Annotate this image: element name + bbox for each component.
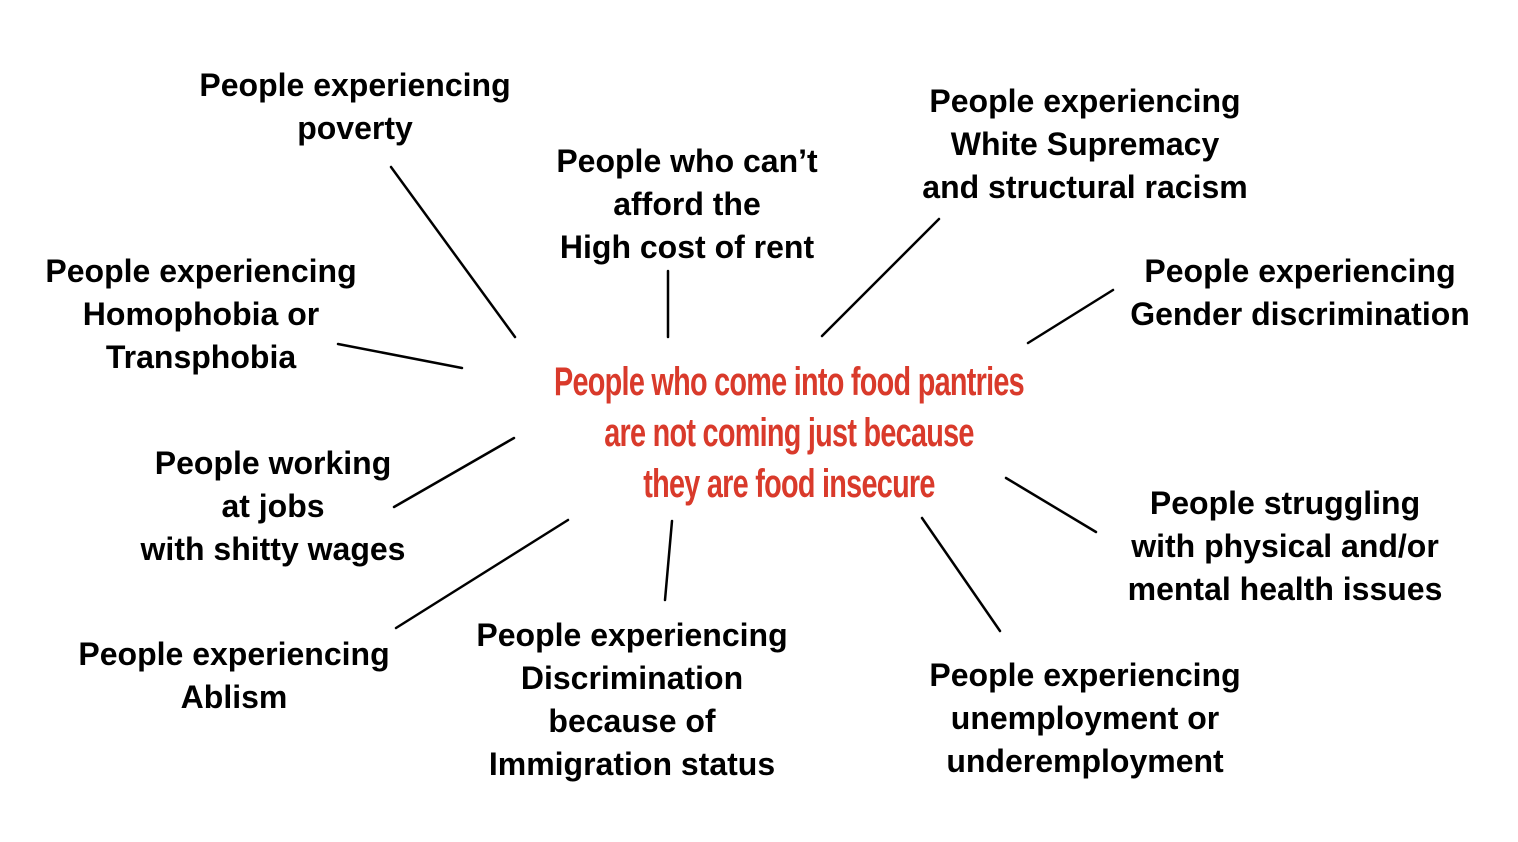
node-line: People experiencing [1144, 253, 1456, 289]
connector-gender [1026, 288, 1115, 345]
node-line: underemployment [946, 743, 1224, 779]
connector-unemployment [920, 516, 1002, 633]
node-line: High cost of rent [559, 229, 815, 265]
center-line: People who come into food pantries [554, 360, 1025, 404]
node-line: Discrimination [520, 660, 744, 696]
connector-immigration [663, 519, 674, 602]
node-line: White Supremacy [950, 126, 1220, 162]
node-line: People who can’t [556, 143, 818, 179]
connector-health [1004, 476, 1098, 534]
connector-poverty [389, 165, 517, 339]
node-wages: People working at jobs with shitty wages [141, 442, 406, 571]
node-line: People experiencing [929, 657, 1241, 693]
node-line: Ablism [180, 679, 288, 715]
node-line: poverty [297, 110, 413, 146]
node-line: Transphobia [105, 339, 297, 375]
connector-ablism [394, 518, 570, 630]
node-line: People experiencing [45, 253, 357, 289]
node-gender: People experiencing Gender discriminatio… [1130, 250, 1470, 336]
node-line: mental health issues [1127, 571, 1443, 607]
node-line: afford the [613, 186, 761, 222]
center-line: are not coming just because [604, 411, 974, 455]
node-line: Homophobia or [82, 296, 320, 332]
center-line: they are food insecure [643, 462, 935, 506]
central-statement: People who come into food pantries are n… [463, 357, 1116, 510]
node-line: People experiencing [199, 67, 511, 103]
node-poverty: People experiencing poverty [199, 64, 510, 150]
node-homophobia: People experiencing Homophobia or Transp… [45, 250, 356, 379]
node-line: People struggling [1149, 485, 1421, 521]
node-immigration: People experiencing Discrimination becau… [476, 614, 787, 786]
node-line: at jobs [221, 488, 325, 524]
node-line: People experiencing [929, 83, 1241, 119]
node-line: with shitty wages [140, 531, 406, 567]
node-unemployment: People experiencing unemployment or unde… [929, 654, 1240, 783]
node-line: unemployment or [950, 700, 1220, 736]
node-line: People experiencing [476, 617, 788, 653]
node-ablism: People experiencing Ablism [78, 633, 389, 719]
connector-wages [392, 436, 516, 509]
node-line: Gender discrimination [1130, 296, 1470, 332]
connector-racism [820, 217, 941, 338]
node-line: Immigration status [488, 746, 776, 782]
node-line: because of [548, 703, 716, 739]
node-health: People struggling with physical and/or m… [1128, 482, 1443, 611]
node-rent: People who can’t afford the High cost of… [556, 140, 817, 269]
node-line: People working [154, 445, 392, 481]
node-line: and structural racism [922, 169, 1248, 205]
node-racism: People experiencing White Supremacy and … [922, 80, 1247, 209]
connector-homophobia [336, 342, 464, 370]
node-line: People experiencing [78, 636, 390, 672]
node-line: with physical and/or [1131, 528, 1439, 564]
